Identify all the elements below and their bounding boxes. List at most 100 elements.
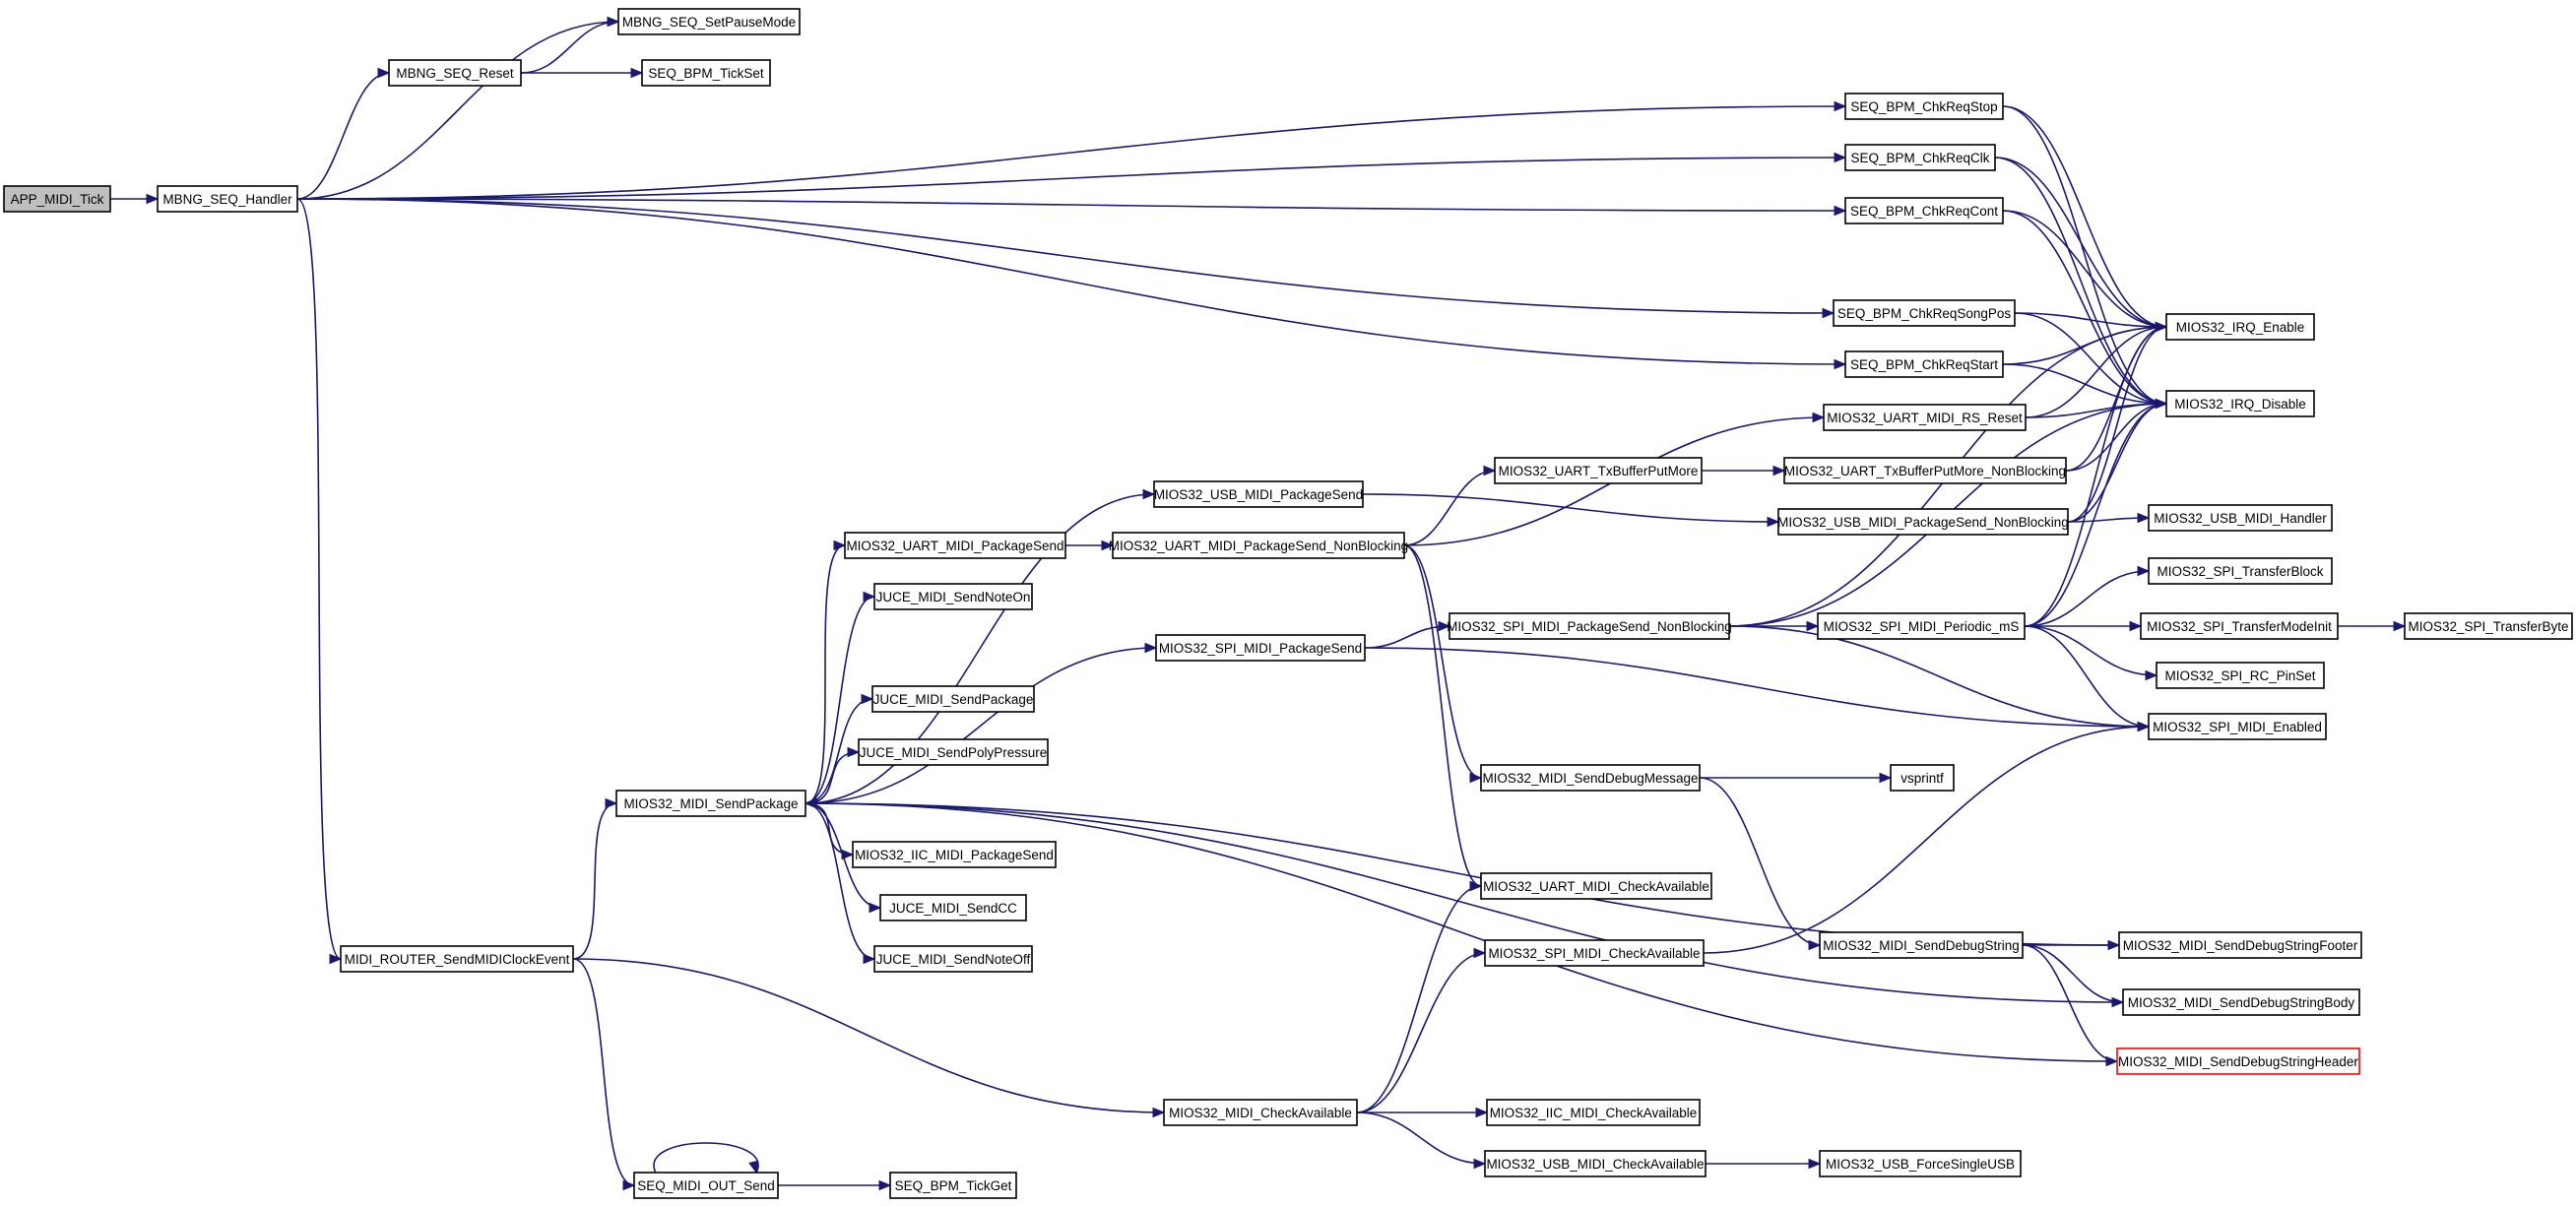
node-juce-midi-sendpackage[interactable]: JUCE_MIDI_SendPackage — [871, 685, 1035, 713]
node-mios32-uart-txbufferputmore-nonblocking[interactable]: MIOS32_UART_TxBufferPutMore_NonBlocking — [1783, 457, 2067, 484]
node-midi-router-sendmidiclockevent[interactable]: MIDI_ROUTER_SendMIDIClockEvent — [340, 945, 574, 973]
node-mios32-iic-midi-checkavailable[interactable]: MIOS32_IIC_MIDI_CheckAvailable — [1486, 1099, 1701, 1126]
arrowhead-icon — [1822, 307, 1835, 319]
edge-midi_router_sendmidiclockevent-to-mios32_midi_sendpackage — [572, 797, 618, 960]
edge-line — [805, 544, 846, 804]
node-seq-bpm-chkreqcont[interactable]: SEQ_BPM_ChkReqCont — [1844, 197, 2004, 224]
node-seq-bpm-chkreqsongpos[interactable]: SEQ_BPM_ChkReqSongPos — [1833, 299, 2016, 327]
node-label: SEQ_BPM_ChkReqStart — [1850, 357, 1998, 372]
node-mios32-spi-transferblock[interactable]: MIOS32_SPI_TransferBlock — [2148, 557, 2333, 585]
node-label: JUCE_MIDI_SendNoteOn — [876, 590, 1031, 604]
arrowhead-icon — [2393, 620, 2407, 632]
arrowhead-icon — [878, 1179, 892, 1191]
node-mios32-midi-checkavailable[interactable]: MIOS32_MIDI_CheckAvailable — [1163, 1099, 1358, 1126]
node-box — [157, 185, 298, 213]
edge-line — [2022, 944, 2118, 1062]
arrowhead-icon — [1473, 947, 1487, 959]
node-mios32-irq-disable[interactable]: MIOS32_IRQ_Disable — [2165, 390, 2315, 417]
edge-line — [805, 698, 873, 804]
node-mios32-uart-midi-packagesend[interactable]: MIOS32_UART_MIDI_PackageSend — [844, 532, 1066, 559]
arrowhead-icon — [1144, 642, 1158, 654]
node-mios32-uart-midi-packagesend-nonblocking[interactable]: MIOS32_UART_MIDI_PackageSend_NonBlocking — [1109, 532, 1408, 559]
edge-line — [2002, 105, 2167, 328]
edge-mbng_seq_handler-to-midi_router_sendmidiclockevent — [296, 198, 343, 965]
node-mios32-spi-transfermodeinit[interactable]: MIOS32_SPI_TransferModeInit — [2140, 612, 2339, 640]
node-mios32-spi-rc-pinset[interactable]: MIOS32_SPI_RC_PinSet — [2156, 662, 2325, 689]
node-seq-bpm-chkreqstart[interactable]: SEQ_BPM_ChkReqStart — [1844, 350, 2004, 378]
node-mbng-seq-reset[interactable]: MBNG_SEQ_Reset — [388, 59, 522, 87]
arrowhead-icon — [1473, 1158, 1487, 1170]
node-mios32-spi-transferbyte[interactable]: MIOS32_SPI_TransferByte — [2404, 612, 2573, 640]
node-mios32-uart-midi-checkavailable[interactable]: MIOS32_UART_MIDI_CheckAvailable — [1480, 872, 1712, 900]
node-label: MIOS32_USB_MIDI_Handler — [2154, 511, 2327, 526]
edge-seq_midi_out_send-to-seq_midi_out_send — [653, 1142, 759, 1175]
edge-line — [296, 198, 342, 960]
node-label: MIOS32_IIC_MIDI_PackageSend — [855, 848, 1054, 862]
node-seq-midi-out-send[interactable]: SEQ_MIDI_OUT_Send — [633, 1172, 779, 1199]
node-label: MIOS32_MIDI_SendDebugStringBody — [2128, 995, 2355, 1010]
node-mios32-uart-txbufferputmore[interactable]: MIOS32_UART_TxBufferPutMore — [1494, 457, 1703, 484]
edge-mios32_uart_midi_packagesend_nonblocking-to-mios32_uart_txbufferputmore — [1403, 465, 1497, 546]
arrowhead-icon — [377, 67, 391, 79]
arrowhead-icon — [1806, 620, 1820, 632]
node-label: APP_MIDI_Tick — [11, 192, 104, 207]
node-box — [1844, 144, 1996, 171]
node-mios32-midi-senddebugstringbody[interactable]: MIOS32_MIDI_SendDebugStringBody — [2122, 988, 2360, 1016]
node-juce-midi-sendcc[interactable]: JUCE_MIDI_SendCC — [879, 894, 1027, 921]
node-mios32-spi-midi-packagesend[interactable]: MIOS32_SPI_MIDI_PackageSend — [1155, 634, 1366, 662]
node-mios32-midi-senddebugstring[interactable]: MIOS32_MIDI_SendDebugString — [1819, 931, 2024, 959]
node-mios32-usb-midi-packagesend-nonblocking[interactable]: MIOS32_USB_MIDI_PackageSend_NonBlocking — [1777, 508, 2069, 536]
node-label: MIOS32_MIDI_CheckAvailable — [1169, 1106, 1352, 1120]
node-label: JUCE_MIDI_SendNoteOff — [876, 952, 1031, 967]
node-seq-bpm-tickset[interactable]: SEQ_BPM_TickSet — [641, 59, 771, 87]
arrowhead-icon — [863, 591, 876, 603]
edge-line — [2025, 403, 2167, 418]
edges-layer — [109, 16, 2407, 1191]
node-mios32-midi-senddebugstringheader[interactable]: MIOS32_MIDI_SendDebugStringHeader — [2116, 1048, 2360, 1075]
edge-line — [1403, 544, 1482, 779]
node-mios32-irq-enable[interactable]: MIOS32_IRQ_Enable — [2165, 313, 2315, 341]
edge-mios32_spi_midi_checkavailable-to-mios32_spi_midi_enabled — [1703, 721, 2151, 954]
node-juce-midi-sendnoteoff[interactable]: JUCE_MIDI_SendNoteOff — [873, 945, 1033, 973]
node-juce-midi-sendpolypressure[interactable]: JUCE_MIDI_SendPolyPressure — [858, 738, 1049, 766]
node-seq-bpm-tickget[interactable]: SEQ_BPM_TickGet — [889, 1172, 1017, 1199]
node-mios32-usb-midi-handler[interactable]: MIOS32_USB_MIDI_Handler — [2148, 504, 2333, 532]
node-mbng-seq-setpausemode[interactable]: MBNG_SEQ_SetPauseMode — [617, 8, 801, 35]
edge-mios32_midi_checkavailable-to-mios32_uart_midi_checkavailable — [1356, 880, 1483, 1113]
node-seq-bpm-chkreqstop[interactable]: SEQ_BPM_ChkReqStop — [1844, 93, 2004, 120]
node-mios32-uart-midi-rs-reset[interactable]: MIOS32_UART_MIDI_RS_Reset — [1823, 404, 2027, 431]
edge-line — [805, 751, 860, 804]
edge-mios32_usb_midi_packagesend-to-mios32_usb_midi_packagesend_nonblocking — [1362, 493, 1780, 528]
node-mbng-seq-handler[interactable]: MBNG_SEQ_Handler — [157, 185, 298, 213]
node-app-midi-tick[interactable]: APP_MIDI_Tick — [3, 185, 111, 213]
edge-mios32_midi_sendpackage-to-juce_midi_sendnoteoff — [805, 802, 876, 965]
node-mios32-spi-midi-checkavailable[interactable]: MIOS32_SPI_MIDI_CheckAvailable — [1484, 939, 1705, 967]
node-mios32-midi-senddebugmessage[interactable]: MIOS32_MIDI_SendDebugMessage — [1480, 764, 1701, 792]
node-seq-bpm-chkreqclk[interactable]: SEQ_BPM_ChkReqClk — [1844, 144, 1996, 171]
node-vsprintf[interactable]: vsprintf — [1890, 764, 1955, 792]
node-mios32-usb-midi-packagesend[interactable]: MIOS32_USB_MIDI_PackageSend — [1153, 480, 1364, 508]
arrowhead-icon — [1812, 412, 1826, 423]
nodes-layer: APP_MIDI_Tick MBNG_SEQ_Handler MBNG_SEQ_Se… — [3, 8, 2573, 1199]
node-mios32-midi-sendpackage[interactable]: MIOS32_MIDI_SendPackage — [615, 790, 806, 817]
node-label: MBNG_SEQ_Reset — [396, 66, 514, 81]
edge-midi_router_sendmidiclockevent-to-seq_midi_out_send — [572, 958, 636, 1191]
arrowhead-icon — [1834, 205, 1847, 217]
edge-mios32_midi_checkavailable-to-mios32_spi_midi_checkavailable — [1356, 947, 1487, 1113]
node-mios32-spi-midi-packagesend-nonblocking[interactable]: MIOS32_SPI_MIDI_PackageSend_NonBlocking — [1447, 612, 1732, 640]
node-mios32-midi-senddebugstringfooter[interactable]: MIOS32_MIDI_SendDebugStringFooter — [2118, 931, 2362, 959]
node-box — [1833, 299, 2016, 327]
node-juce-midi-sendnoteon[interactable]: JUCE_MIDI_SendNoteOn — [873, 583, 1033, 610]
edge-line — [1403, 544, 1482, 887]
node-mios32-usb-forcesingleusb[interactable]: MIOS32_USB_ForceSingleUSB — [1819, 1150, 2022, 1177]
node-mios32-spi-midi-periodic-ms[interactable]: MIOS32_SPI_MIDI_Periodic_mS — [1817, 612, 2026, 640]
edge-line — [296, 198, 1846, 212]
edge-line — [2002, 210, 2167, 328]
edge-mios32_midi_checkavailable-to-mios32_usb_midi_checkavailable — [1356, 1112, 1487, 1170]
node-label: MIOS32_UART_TxBufferPutMore_NonBlocking — [1784, 464, 2066, 478]
node-label: MIOS32_USB_ForceSingleUSB — [1826, 1157, 2015, 1172]
node-mios32-iic-midi-packagesend[interactable]: MIOS32_IIC_MIDI_PackageSend — [852, 841, 1057, 868]
node-mios32-usb-midi-checkavailable[interactable]: MIOS32_USB_MIDI_CheckAvailable — [1484, 1150, 1707, 1177]
node-mios32-spi-midi-enabled[interactable]: MIOS32_SPI_MIDI_Enabled — [2148, 713, 2327, 740]
arrowhead-icon — [1879, 772, 1893, 784]
